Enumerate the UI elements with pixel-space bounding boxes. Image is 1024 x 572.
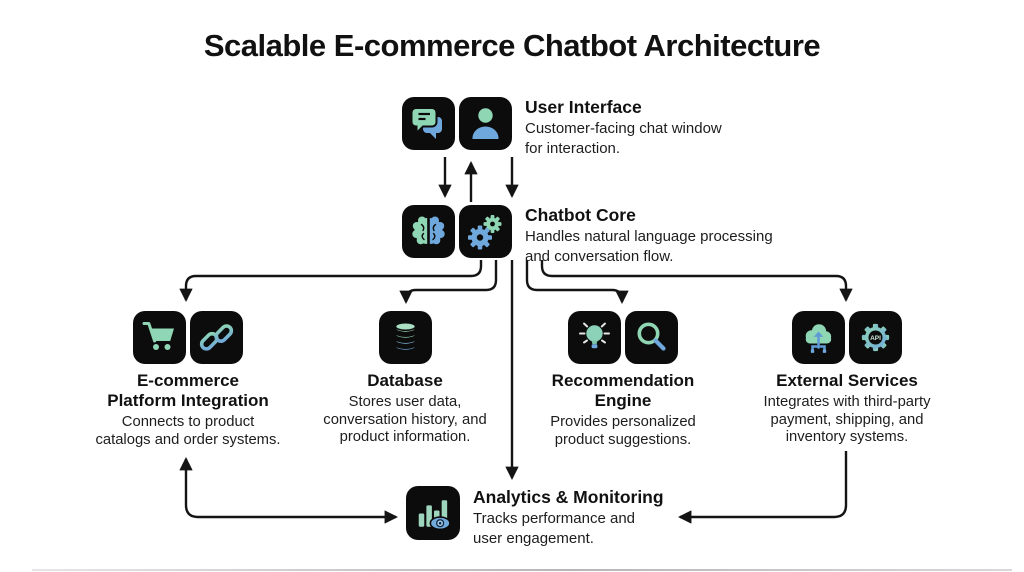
external-services-icons: API (792, 311, 902, 364)
icon-tile (378, 311, 432, 364)
node-description: Integrates with third-party payment, shi… (763, 394, 931, 445)
node-title: External Services (776, 371, 918, 390)
ecommerce-icons (133, 311, 243, 364)
recommendation-node: Recommendation Engine Provides personali… (511, 311, 735, 449)
node-title: Recommendation Engine (551, 371, 695, 410)
analytics-label: Analytics & Monitoring Tracks performanc… (473, 487, 664, 548)
arrow-external-to-analytics (677, 451, 848, 524)
node-description: Customer-facing chat window for interact… (525, 120, 722, 157)
lightbulb-icon (579, 322, 610, 349)
search-icon (637, 322, 666, 351)
icon-tile (568, 311, 621, 364)
node-title: Database (367, 371, 443, 390)
node-description: Connects to product catalogs and order s… (95, 414, 281, 448)
icon-tile (402, 97, 455, 150)
user-interface-icons (402, 97, 512, 150)
recommendation-icons (568, 311, 678, 364)
external-services-node: API External Services Integrates with th… (735, 311, 959, 447)
icon-tile (625, 311, 678, 364)
user-interface-label: User Interface Customer-facing chat wind… (525, 97, 722, 158)
bottom-edge-artifact (32, 569, 1012, 571)
database-icon (394, 321, 416, 352)
link-icon (199, 324, 234, 351)
user-icon (472, 108, 499, 139)
chatbot-core-label: Chatbot Core Handles natural language pr… (525, 205, 773, 266)
node-title: Chatbot Core (525, 205, 636, 225)
icon-tile (792, 311, 845, 364)
database-icons (378, 311, 432, 364)
node-description: Tracks performance and user engagement. (473, 510, 636, 547)
api-gear-icon: API (861, 323, 890, 352)
icon-tile (133, 311, 186, 364)
arrow-core-to-database (399, 260, 498, 305)
icon-tile: API (849, 311, 902, 364)
gears-icon (468, 215, 502, 250)
node-title: Analytics & Monitoring (473, 487, 664, 507)
analytics-icons (406, 486, 460, 540)
node-description: Stores user data, conversation history, … (323, 394, 487, 445)
database-node: Database Stores user data, conversation … (293, 311, 517, 447)
node-description: Handles natural language processing and … (525, 228, 773, 265)
icon-tile (190, 311, 243, 364)
node-title: E-commerce Platform Integration (107, 371, 269, 410)
icon-tile (459, 205, 512, 258)
page-title: Scalable E-commerce Chatbot Architecture (203, 28, 821, 63)
icon-tile (406, 486, 460, 540)
ecommerce-node: E-commerce Platform Integration Connects… (76, 311, 300, 449)
bar-chart-eye-icon (418, 500, 451, 531)
brain-icon (412, 216, 445, 245)
chat-icon (410, 107, 442, 139)
arrow-core-to-ecommerce (179, 260, 483, 303)
api-label: API (870, 335, 881, 342)
arrow-analytics-ecommerce-bidirectional (179, 456, 399, 524)
cloud-upload-icon (805, 324, 832, 353)
icon-tile (402, 205, 455, 258)
node-description: Provides personalized product suggestion… (550, 414, 696, 448)
node-title: User Interface (525, 97, 642, 117)
cart-icon (142, 322, 174, 350)
arrow-core-to-recommendation (525, 260, 629, 305)
icon-tile (459, 97, 512, 150)
arrow-core-to-external (540, 260, 853, 303)
chatbot-core-icons (402, 205, 512, 258)
